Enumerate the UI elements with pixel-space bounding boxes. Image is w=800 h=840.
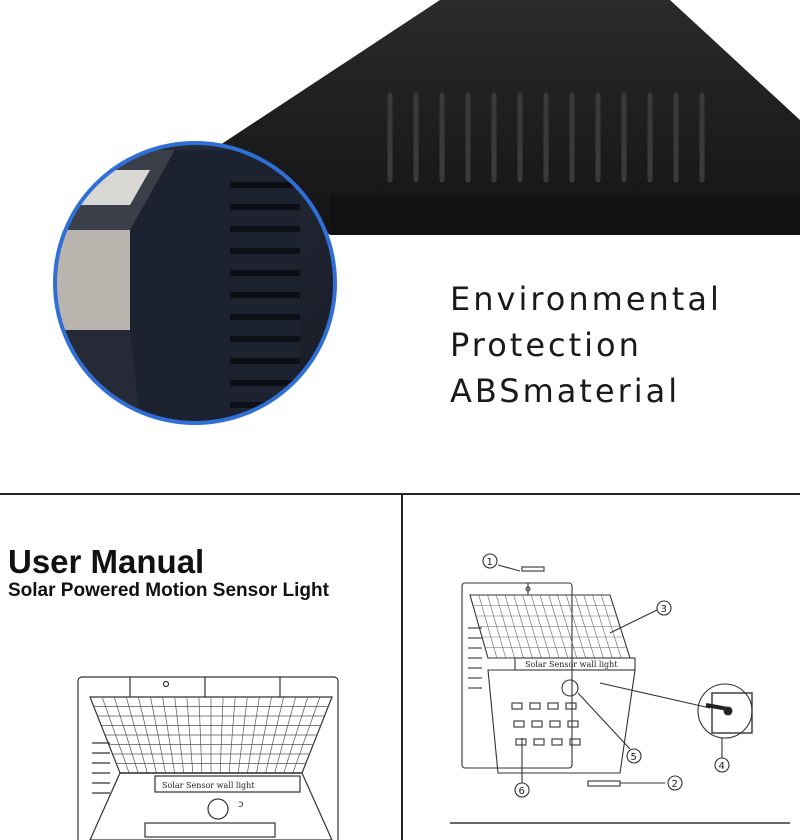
feature-caption: Environmental Protection ABSmaterial [450,276,722,414]
housing-closeup-illustration [53,0,800,425]
svg-text:ↄ: ↄ [238,799,244,810]
zoom-ring [53,141,337,425]
device-label-left: Solar Sensor wall light [162,781,255,790]
feature-line-3: ABSmaterial [450,372,681,410]
callout-6: 6 [519,786,525,797]
manual-title: User Manual [8,543,205,580]
callout-4: 4 [719,761,725,772]
housing-top-shape [220,0,800,235]
callout-2: 2 [672,779,678,790]
device-label-right: Solar Sensor wall light [525,660,618,669]
housing-ribs [387,92,705,183]
section-divider [0,493,800,495]
feature-line-2: Protection [450,326,642,364]
callout-1: 1 [487,557,493,568]
feature-line-1: Environmental [450,280,722,318]
user-manual-section: User Manual Solar Powered Motion Sensor … [0,493,800,840]
callout-1-circle [482,553,498,569]
callout-5: 5 [631,752,637,763]
housing-lower-band [330,195,800,235]
callout-3: 3 [661,604,667,615]
zoom-detail [55,143,335,423]
product-closeup-section: Environmental Protection ABSmaterial [53,0,800,425]
device-front-drawing: Solar Sensor wall light ↄ [77,676,339,840]
installation-diagram: 1 Solar Sensor wall light 3 5 6 2 [450,553,790,824]
manual-subtitle: Solar Powered Motion Sensor Light [8,580,329,601]
panel-divider [401,493,403,840]
